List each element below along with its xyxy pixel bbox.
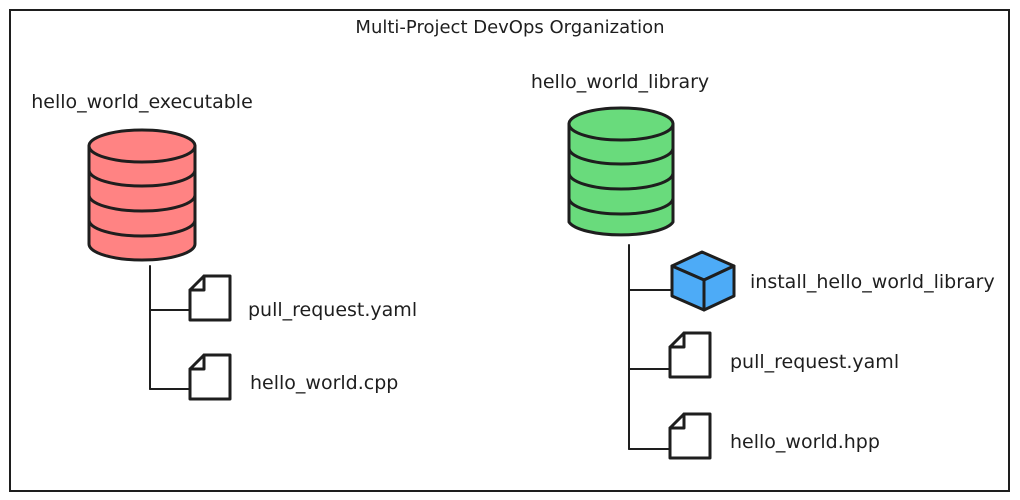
document-icon bbox=[668, 412, 712, 460]
file-label: pull_request.yaml bbox=[248, 299, 417, 321]
database-top bbox=[87, 128, 197, 164]
database-icon bbox=[87, 128, 197, 262]
file-item: pull_request.yaml bbox=[668, 331, 899, 379]
file-label: hello_world.hpp bbox=[730, 431, 880, 453]
cube-right bbox=[702, 264, 736, 312]
package-item: install_hello_world_library bbox=[670, 250, 995, 312]
database-body bbox=[87, 144, 197, 262]
file-item: hello_world.hpp bbox=[668, 412, 880, 460]
organization-frame bbox=[9, 9, 1010, 492]
document-icon bbox=[188, 274, 232, 322]
file-item: pull_request.yaml bbox=[188, 274, 417, 322]
document-icon bbox=[668, 331, 712, 379]
database-body bbox=[567, 122, 675, 237]
document-icon bbox=[188, 353, 232, 401]
cube-icon bbox=[670, 250, 736, 312]
project-hello-world-library: hello_world_library install_hello_world_… bbox=[531, 71, 995, 460]
project-hello-world-executable: hello_world_executable pull_request.yaml… bbox=[31, 91, 417, 401]
file-label: pull_request.yaml bbox=[730, 351, 899, 373]
file-label: hello_world.cpp bbox=[250, 372, 398, 394]
package-label: install_hello_world_library bbox=[750, 271, 995, 293]
database-icon bbox=[567, 106, 675, 237]
file-item: hello_world.cpp bbox=[188, 353, 398, 401]
diagram-title: Multi-Project DevOps Organization bbox=[355, 17, 664, 38]
project-name: hello_world_executable bbox=[31, 91, 253, 113]
database-top bbox=[567, 106, 675, 142]
project-name: hello_world_library bbox=[531, 71, 709, 93]
